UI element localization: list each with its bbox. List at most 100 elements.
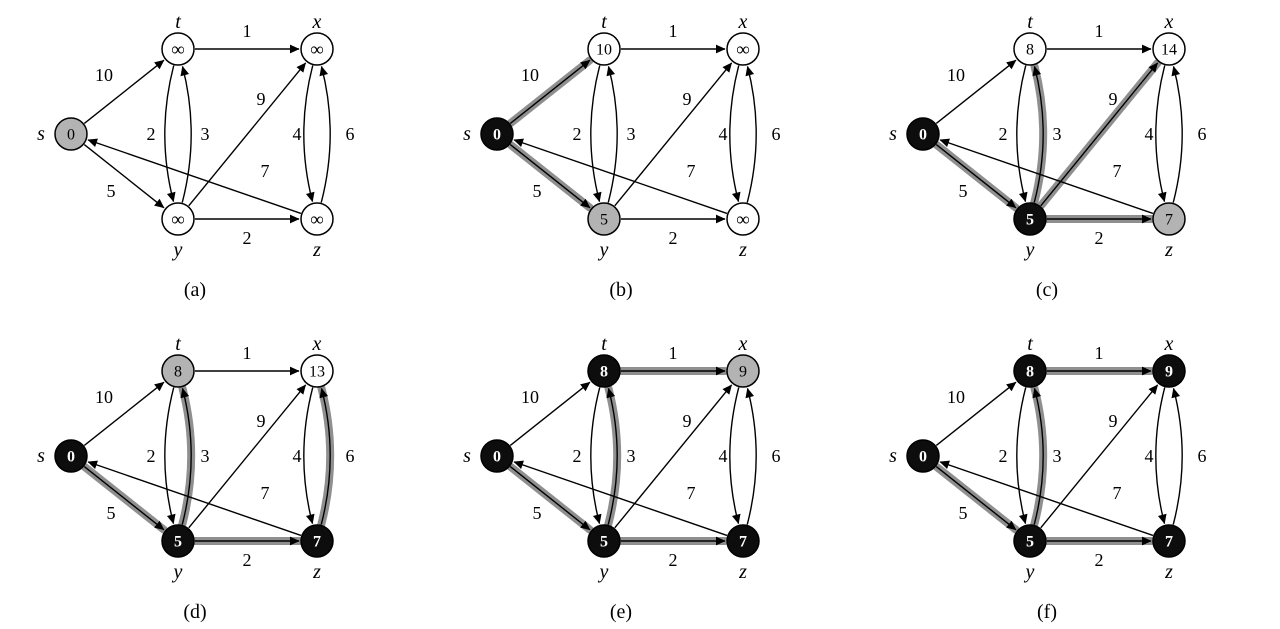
- edge-weight-z-x: 6: [346, 124, 355, 144]
- node-y: [1013, 202, 1047, 236]
- node-y: [161, 202, 195, 236]
- edge-s-t: [509, 381, 591, 446]
- edge-z-x: [745, 65, 757, 203]
- edge-z-x: [319, 387, 331, 525]
- edge-y-t: [1032, 65, 1044, 203]
- edge-weight-x-z: 4: [719, 446, 728, 466]
- edge-s-y: [935, 466, 1017, 531]
- edge-s-y: [935, 144, 1017, 209]
- caption-f: (f): [1037, 601, 1057, 623]
- edge-weight-t-x: 1: [1095, 343, 1104, 363]
- edge-x-z: [1155, 65, 1167, 203]
- node-value-z: 7: [1165, 212, 1173, 229]
- edge-t-y: [1016, 65, 1028, 203]
- edge-weight-y-t: 3: [627, 446, 636, 466]
- node-z: [300, 524, 334, 558]
- node-name-label-s: s: [889, 123, 897, 145]
- edge-weight-y-z: 2: [1095, 550, 1104, 570]
- node-name-label-y: y: [172, 239, 183, 261]
- node-t: [161, 32, 195, 66]
- node-name-label-x: x: [312, 333, 322, 355]
- node-value-y: 5: [600, 212, 608, 229]
- node-name-label-t: t: [1027, 333, 1033, 355]
- node-name-label-y: y: [1024, 239, 1035, 261]
- edge-weight-z-x: 6: [1198, 124, 1207, 144]
- edge-weight-t-x: 1: [243, 343, 252, 363]
- edge-weight-y-t: 3: [201, 124, 210, 144]
- node-t: [161, 354, 195, 388]
- edge-weight-y-z: 2: [1095, 228, 1104, 248]
- node-value-x: 9: [1165, 364, 1173, 381]
- node-name-label-s: s: [889, 445, 897, 467]
- node-value-z: 7: [1165, 534, 1173, 551]
- node-s: [480, 439, 514, 473]
- edge-x-z: [303, 65, 315, 203]
- edge-s-t: [935, 381, 1017, 446]
- edge-weight-y-x: 9: [683, 411, 692, 431]
- node-name-label-x: x: [1164, 333, 1174, 355]
- edge-weight-z-x: 6: [346, 446, 355, 466]
- edge-y-t: [606, 387, 618, 525]
- node-name-label-z: z: [312, 239, 321, 261]
- node-z: [1152, 202, 1186, 236]
- node-value-t: 8: [174, 364, 182, 381]
- edge-y-x: [188, 62, 307, 207]
- node-s: [54, 439, 88, 473]
- node-value-z: ∞: [310, 210, 324, 231]
- edge-y-x: [1040, 62, 1159, 207]
- node-y: [587, 524, 621, 558]
- edge-weight-z-s: 7: [687, 483, 696, 503]
- node-z: [300, 202, 334, 236]
- edge-weight-y-z: 2: [669, 228, 678, 248]
- node-value-t: 8: [600, 364, 608, 381]
- node-s: [480, 117, 514, 151]
- edge-z-x: [319, 65, 331, 203]
- edge-s-y: [509, 466, 591, 531]
- node-name-label-x: x: [1164, 11, 1174, 33]
- node-name-label-t: t: [175, 11, 181, 33]
- edge-weight-s-y: 5: [959, 181, 968, 201]
- edge-z-x: [745, 387, 757, 525]
- node-value-z: 7: [313, 534, 321, 551]
- edge-weight-z-x: 6: [772, 446, 781, 466]
- node-value-x: 13: [309, 364, 325, 381]
- edge-weight-y-x: 9: [257, 89, 266, 109]
- caption-a: (a): [184, 279, 206, 301]
- edge-x-z: [729, 65, 741, 203]
- edge-weight-y-x: 9: [1109, 411, 1118, 431]
- edge-weight-z-x: 6: [1198, 446, 1207, 466]
- node-y: [587, 202, 621, 236]
- edge-weight-t-x: 1: [1095, 21, 1104, 41]
- edge-t-y: [164, 387, 176, 525]
- edge-t-y: [1016, 387, 1028, 525]
- edge-s-t: [509, 59, 591, 124]
- edge-s-t: [83, 59, 165, 124]
- node-name-label-t: t: [1027, 11, 1033, 33]
- node-value-t: 8: [1026, 364, 1034, 381]
- caption-c: (c): [1036, 279, 1058, 301]
- node-name-label-y: y: [598, 239, 609, 261]
- edge-s-t: [935, 59, 1017, 124]
- node-name-label-s: s: [37, 123, 45, 145]
- node-value-y: 5: [1026, 212, 1034, 229]
- edge-weight-y-z: 2: [669, 550, 678, 570]
- edge-weight-z-s: 7: [687, 161, 696, 181]
- node-s: [906, 117, 940, 151]
- node-z: [726, 202, 760, 236]
- node-x: [1152, 32, 1186, 66]
- node-name-label-t: t: [175, 333, 181, 355]
- edge-x-z: [729, 387, 741, 525]
- edge-weight-t-y: 2: [573, 124, 582, 144]
- node-value-x: 9: [739, 364, 747, 381]
- edge-weight-x-z: 4: [1145, 446, 1154, 466]
- edge-z-s: [513, 460, 728, 537]
- edge-weight-s-y: 5: [533, 181, 542, 201]
- edge-y-t: [1032, 387, 1044, 525]
- node-z: [726, 524, 760, 558]
- node-name-label-y: y: [1024, 561, 1035, 583]
- node-s: [54, 117, 88, 151]
